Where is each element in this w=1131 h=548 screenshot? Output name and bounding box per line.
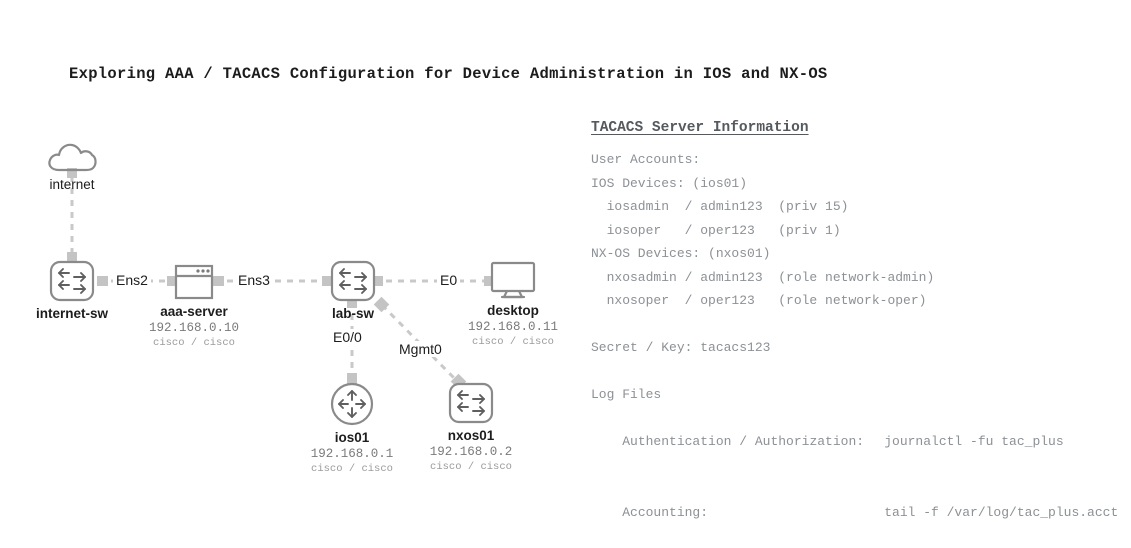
port-marker: [213, 276, 224, 286]
info-value-accounting: tail -f /var/log/tac_plus.acct: [884, 504, 1119, 520]
node-ip-aaa-server: 192.168.0.10: [148, 321, 239, 335]
node-nxos01[interactable]: nxos01 192.168.0.2 cisco / cisco: [421, 381, 521, 474]
node-label-desktop: desktop: [487, 303, 539, 318]
port-marker: [167, 276, 177, 286]
port-marker: [97, 276, 108, 286]
info-line-secret-key: Secret / Key: tacacs123: [591, 340, 771, 355]
router-icon: [302, 381, 402, 427]
node-label-nxos01: nxos01: [447, 428, 495, 443]
switch-icon: [421, 381, 521, 425]
info-label-accounting: Accounting:: [622, 504, 709, 520]
info-line-nxosoper: nxosoper / oper123 (role network-oper): [591, 293, 927, 308]
info-line-user-accounts: User Accounts:: [591, 152, 701, 167]
server-icon: [144, 263, 244, 301]
link-label-mgmt0: Mgmt0: [396, 341, 445, 357]
node-internet[interactable]: internet: [22, 140, 122, 192]
page-title: Exploring AAA / TACACS Configuration for…: [69, 65, 828, 83]
cloud-icon: [22, 140, 122, 174]
info-line-iosoper: iosoper / oper123 (priv 1): [591, 222, 841, 238]
node-label-lab-sw: lab-sw: [331, 306, 374, 321]
port-marker: [67, 168, 77, 178]
node-cred-desktop: cisco / cisco: [472, 336, 554, 348]
link-label-ens3: Ens3: [235, 272, 273, 288]
node-cred-ios01: cisco / cisco: [311, 463, 393, 475]
info-label-authentication: Authentication / Authorization:: [622, 434, 865, 449]
info-row-authentication: Authentication / Authorization: journalct…: [591, 407, 1111, 478]
port-marker: [347, 373, 357, 384]
info-panel-heading: TACACS Server Information: [591, 120, 809, 136]
info-line-log-files: Log Files: [591, 387, 662, 402]
switch-icon: [22, 259, 122, 303]
node-internet-sw[interactable]: internet-sw: [22, 259, 122, 321]
link-label-ens2: Ens2: [113, 272, 151, 288]
info-spacer: [591, 360, 1111, 384]
node-label-internet-sw: internet-sw: [35, 306, 108, 321]
node-desktop[interactable]: desktop 192.168.0.11 cisco / cisco: [463, 260, 563, 349]
node-aaa-server[interactable]: aaa-server 192.168.0.10 cisco / cisco: [144, 263, 244, 350]
port-marker: [372, 276, 383, 286]
node-label-ios01: ios01: [334, 430, 370, 445]
port-marker: [484, 276, 495, 286]
node-ios01[interactable]: ios01 192.168.0.1 cisco / cisco: [302, 381, 402, 476]
node-ip-desktop: 192.168.0.11: [467, 320, 558, 334]
info-line-iosadmin: iosadmin / admin123 (priv 15): [591, 199, 849, 214]
node-ip-nxos01: 192.168.0.2: [429, 445, 513, 459]
port-marker: [347, 297, 357, 308]
info-value-authentication: journalctl -fu tac_plus: [884, 434, 1064, 449]
port-marker: [322, 276, 333, 286]
link-label-e0-0: E0/0: [330, 329, 365, 345]
node-label-internet: internet: [49, 177, 95, 192]
info-spacer: [591, 313, 1111, 337]
node-lab-sw[interactable]: lab-sw: [303, 259, 403, 321]
info-row-accounting: Accounting: tail -f /var/log/tac_plus.acc…: [591, 477, 1118, 548]
port-marker: [67, 252, 77, 263]
node-ip-ios01: 192.168.0.1: [310, 447, 394, 461]
info-line-ios-devices: IOS Devices: (ios01): [591, 175, 748, 191]
node-label-aaa-server: aaa-server: [160, 304, 228, 319]
node-cred-nxos01: cisco / cisco: [430, 461, 512, 473]
link-label-e0: E0: [437, 272, 461, 288]
desktop-icon: [463, 260, 563, 300]
node-cred-aaa-server: cisco / cisco: [153, 337, 235, 349]
switch-icon: [303, 259, 403, 303]
tacacs-server-info-panel: TACACS Server Information User Accounts:…: [591, 118, 1118, 548]
network-diagram: internet internet-sw: [0, 0, 580, 521]
info-line-nxosadmin: nxosadmin / admin123 (role network-admin…: [591, 269, 935, 285]
info-line-nxos-devices: NX-OS Devices: (nxos01): [591, 246, 771, 261]
